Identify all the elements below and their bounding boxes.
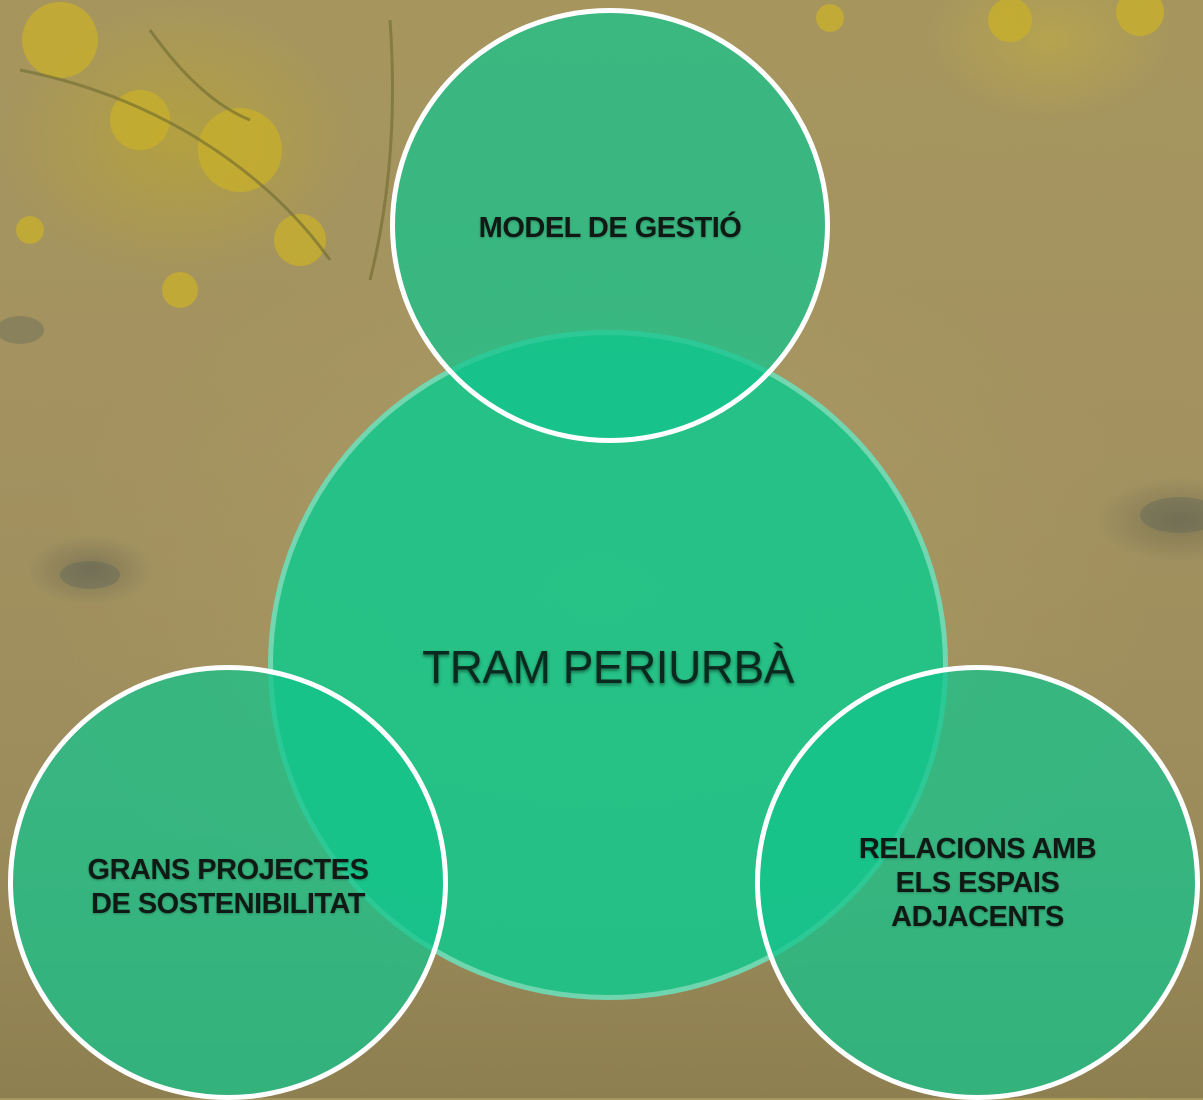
- top-circle: MODEL DE GESTIÓ: [390, 8, 830, 443]
- right-circle: RELACIONS AMB ELS ESPAIS ADJACENTS: [755, 665, 1200, 1100]
- right-label: RELACIONS AMB ELS ESPAIS ADJACENTS: [858, 833, 1097, 933]
- center-label: TRAM PERIURBÀ: [422, 641, 794, 693]
- left-circle: GRANS PROJECTES DE SOSTENIBILITAT: [8, 665, 448, 1100]
- top-label: MODEL DE GESTIÓ: [478, 212, 742, 244]
- left-label: GRANS PROJECTES DE SOSTENIBILITAT: [87, 854, 369, 920]
